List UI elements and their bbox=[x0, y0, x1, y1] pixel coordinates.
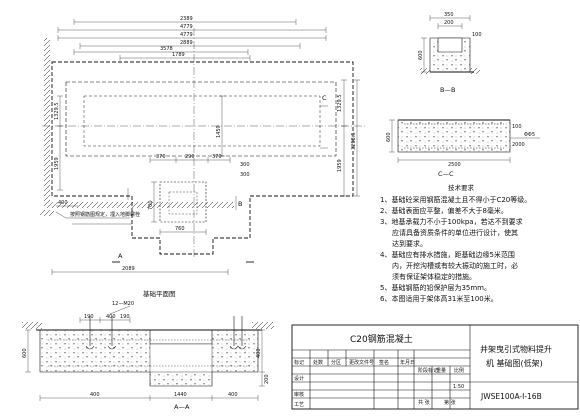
plan-dimension-texts: 2389 4779 4779 2889 3578 1789 1329.5 195… bbox=[54, 16, 357, 298]
foundation-plan bbox=[40, 19, 366, 275]
plan-dim-bottom: 2089 bbox=[122, 266, 135, 272]
title-block-sheet-label: 共 张 bbox=[418, 399, 430, 406]
title-block-row-label-5: 签名 bbox=[379, 359, 389, 366]
plan-dim-top-3: 4779 bbox=[180, 32, 193, 38]
title-block-drawing-number: JWSE100A-I-16B bbox=[480, 392, 542, 401]
requirement-line-7: 内，开挖沟槽或有较大振动的施工时，必 bbox=[392, 261, 518, 270]
section-cc-dim-r: ΦΦ5 bbox=[524, 132, 535, 138]
title-block-weight-label: 重量 bbox=[436, 367, 446, 374]
section-aa-bolt-label: 12—M20 bbox=[112, 301, 134, 307]
title-block-row-label-1: 标记 bbox=[294, 359, 304, 366]
section-aa-dim-bottom-3: 400 bbox=[228, 392, 238, 398]
section-aa bbox=[22, 305, 274, 401]
plan-dim-center-3: 370 bbox=[212, 154, 222, 160]
section-aa-dim-bottom-1: 400 bbox=[90, 392, 100, 398]
section-cc bbox=[389, 119, 540, 163]
section-aa-dim-h1: 600 bbox=[22, 348, 28, 358]
section-aa-dim-h2: 400 bbox=[256, 348, 262, 358]
plan-dim-right-1: 1329.5 bbox=[337, 95, 343, 113]
section-cc-dim-r2: 2000 bbox=[512, 142, 525, 148]
section-cc-caption: C—C bbox=[438, 170, 454, 178]
requirement-line-3: 3、地基承载力不小于100kpa，若达不到要求 bbox=[380, 217, 523, 226]
plan-dim-center-5: 300 bbox=[240, 162, 250, 168]
section-bb-caption: B—B bbox=[440, 86, 455, 94]
section-bb-dim-side: 100 bbox=[472, 32, 482, 38]
plan-note-left: 按照钢筋图规定，埋入地脚螺栓 bbox=[70, 211, 140, 218]
title-block-row-label-4: 更改文件号 bbox=[349, 359, 374, 366]
section-aa-dim-top-2: 400 bbox=[106, 314, 116, 320]
title-block-row-label-2: 处数 bbox=[313, 359, 323, 366]
requirement-line-1: 1、基础砼采用钢筋混凝土且不得小于C20等级。 bbox=[380, 195, 531, 204]
title-block bbox=[291, 324, 579, 410]
requirement-line-4: 应请具备资质条件的单位进行设计，使其 bbox=[392, 228, 518, 237]
title-block-stage-label: 阶段标记 bbox=[418, 367, 438, 374]
section-aa-dim-bottom-2: 1440 bbox=[174, 392, 187, 398]
title-block-scale-label: 比例 bbox=[454, 367, 464, 374]
requirement-line-10: 6、本图适用于架体高31米至100米。 bbox=[380, 294, 498, 303]
title-block-sheet-label-2: 第 张 bbox=[444, 399, 456, 406]
requirement-line-9: 5、基础钢筋的铅保护层为35mm。 bbox=[380, 283, 491, 292]
section-cc-dim-h: 600 bbox=[386, 132, 392, 142]
section-aa-caption: A—A bbox=[174, 403, 190, 411]
title-block-design-label: 设计 bbox=[294, 375, 304, 382]
title-block-review-label: 审核 bbox=[294, 391, 304, 398]
plan-dim-center-2: 290 bbox=[185, 154, 195, 160]
plan-dim-left-top: 1329.5 bbox=[54, 103, 60, 121]
requirement-line-8: 须有保证架体稳定的措施。 bbox=[392, 272, 476, 281]
title-block-drawing-title-2: 机 基础图(低架) bbox=[486, 358, 543, 368]
plan-dim-center-1: 370 bbox=[156, 154, 166, 160]
requirement-line-6: 4、基础应有排水措施，距基础边缘5米范围 bbox=[380, 250, 515, 259]
requirements-heading: 技术要求 bbox=[448, 183, 475, 192]
plan-caption: 基础平面图 bbox=[143, 289, 176, 298]
section-bb-dim-mid: 200 bbox=[444, 20, 454, 26]
plan-dim-left-small: 400 bbox=[58, 200, 68, 206]
title-block-scale-value: 1:50 bbox=[453, 384, 464, 390]
plan-dim-top-4: 2889 bbox=[180, 40, 193, 46]
section-bb-dim-h: 600 bbox=[418, 50, 424, 60]
title-block-craft-label: 工艺 bbox=[294, 402, 304, 408]
plan-dim-center-6: 300 bbox=[240, 172, 250, 178]
section-aa-dim-h3: 200 bbox=[264, 374, 270, 384]
plan-dim-left-bottom: 1959 bbox=[54, 157, 60, 170]
title-block-drawing-title-1: 井架曳引式物料提升 bbox=[480, 344, 552, 354]
plan-dim-top-6: 1789 bbox=[172, 52, 185, 58]
plan-section-a-label: A bbox=[118, 252, 123, 260]
section-aa-dim-top-1: 190 bbox=[84, 314, 94, 320]
plan-dim-right-3: 3298.5 bbox=[351, 133, 357, 151]
title-block-row-label-6: 年月日 bbox=[400, 359, 415, 366]
requirement-line-5: 达到要求。 bbox=[392, 239, 427, 248]
section-bb bbox=[420, 15, 480, 74]
requirement-line-2: 2、基础表面应平整，偏差不大于8毫米。 bbox=[380, 206, 508, 215]
plan-dim-center-4: 1459 bbox=[216, 125, 222, 138]
plan-dim-top-1: 2389 bbox=[180, 16, 193, 22]
section-bb-dim-top: 350 bbox=[444, 12, 454, 18]
title-block-row-label-3: 分区 bbox=[331, 359, 341, 366]
plan-dim-top-5: 3578 bbox=[160, 46, 173, 52]
title-block-material: C20钢筋混凝土 bbox=[350, 333, 413, 345]
plan-dim-top-2: 4779 bbox=[180, 24, 193, 30]
plan-dim-pier-h: 700 bbox=[148, 200, 154, 210]
section-cc-dim-side: 100 bbox=[512, 124, 522, 130]
technical-requirements: 技术要求 1、基础砼采用钢筋混凝土且不得小于C20等级。 2、基础表面应平整，偏… bbox=[380, 183, 531, 303]
plan-section-c-label: C bbox=[322, 94, 327, 102]
plan-dim-right-2: 1959 bbox=[337, 159, 343, 172]
section-aa-dim-top-3: 190 bbox=[120, 314, 130, 320]
section-cc-dim-w: 2500 bbox=[448, 162, 461, 168]
plan-section-b-label: B bbox=[238, 200, 242, 208]
plan-dim-pier-w: 760 bbox=[175, 226, 185, 232]
